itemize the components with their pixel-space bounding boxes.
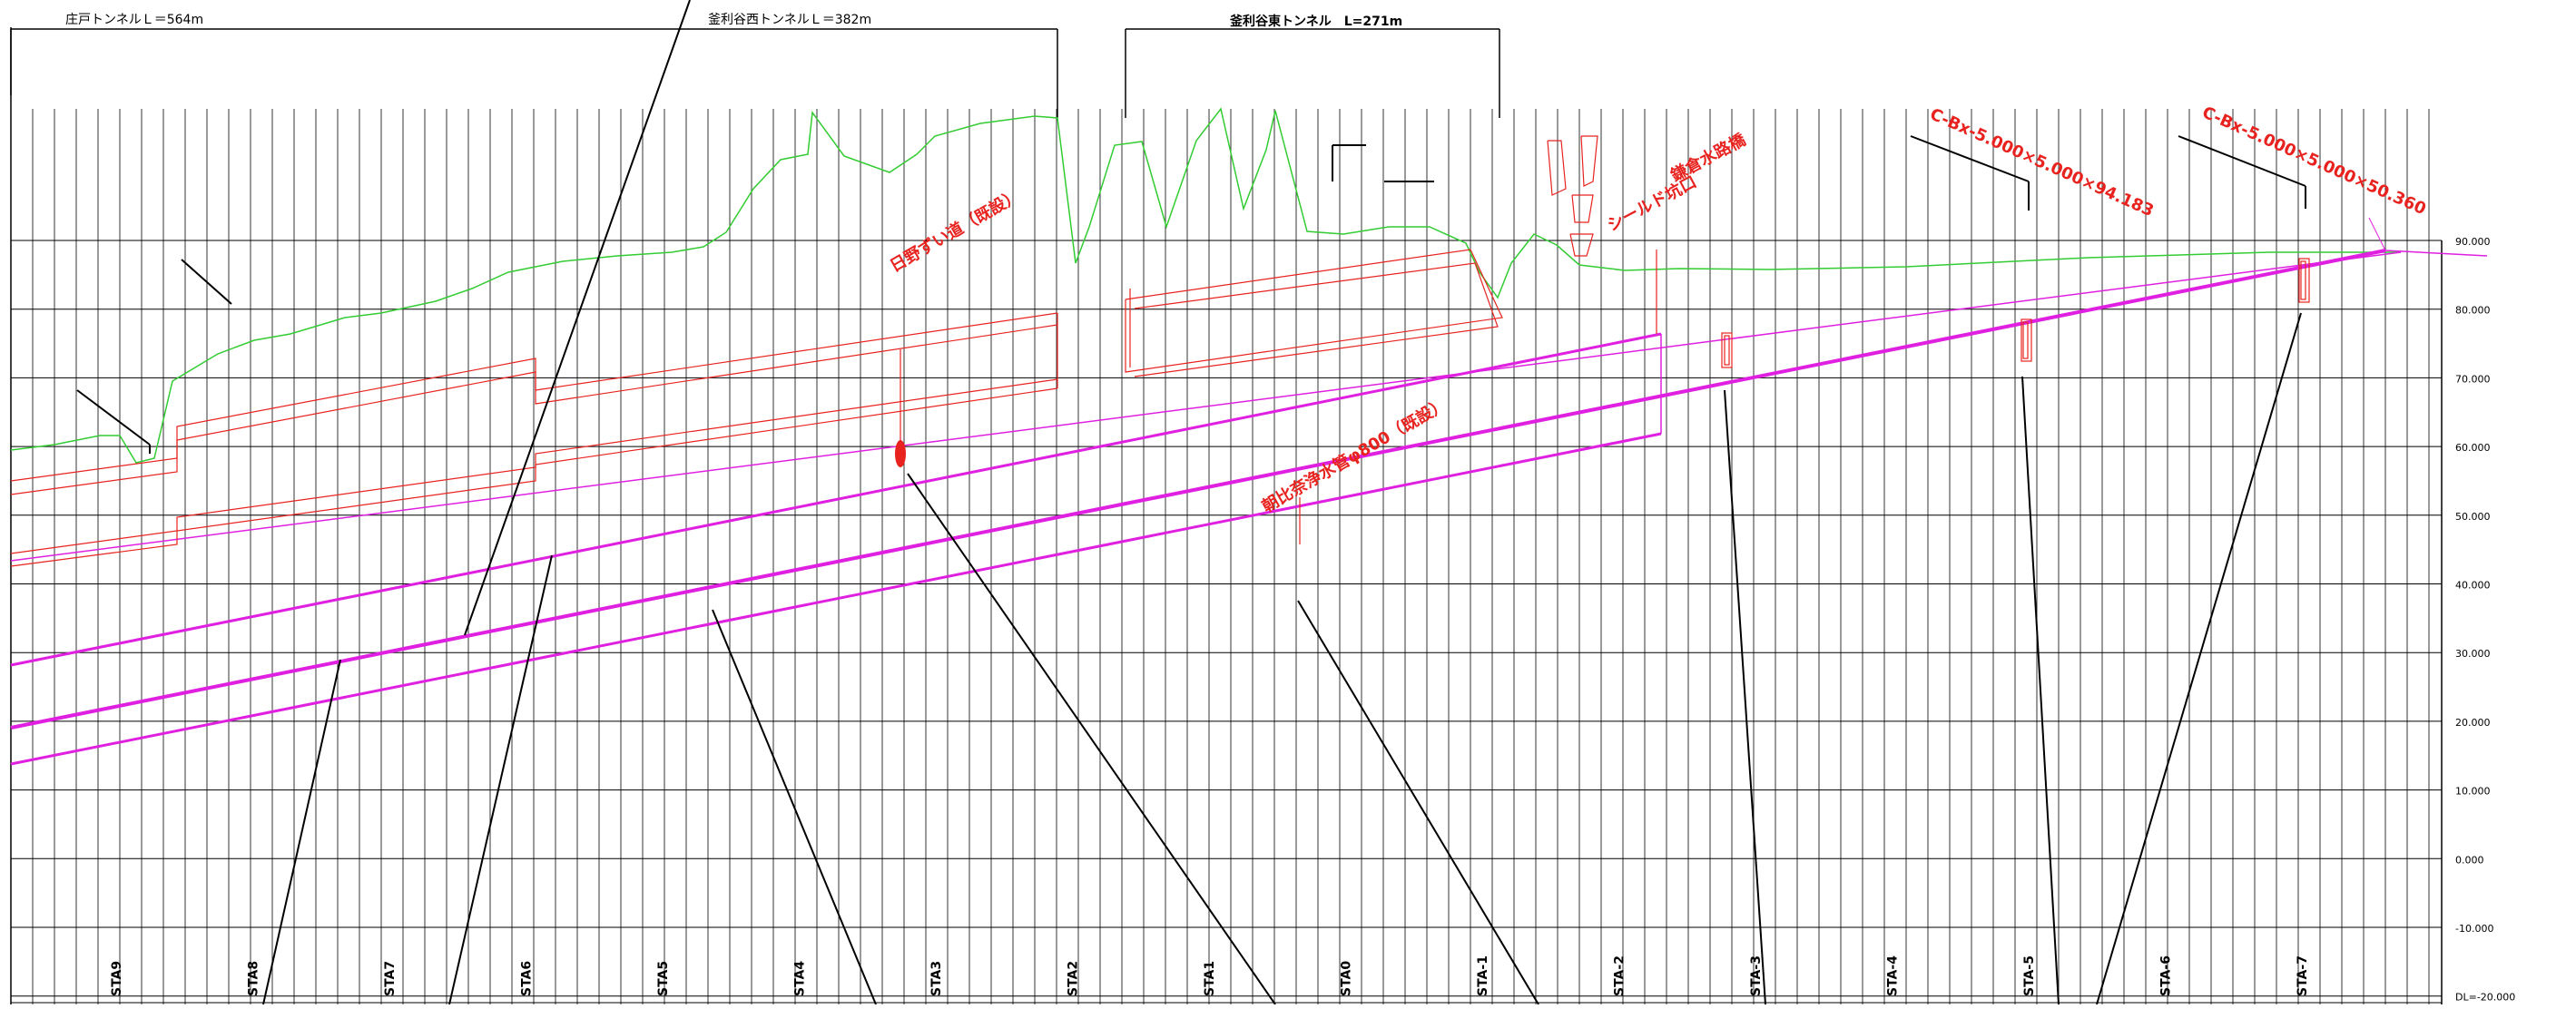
station-label: STA8 [247, 961, 261, 996]
leader-lines [76, 0, 2306, 1005]
station-label: STA-5 [2022, 955, 2037, 996]
elevation-label: 10.000 [2455, 786, 2491, 798]
pipe-label: 朝比奈浄水管φ800（既設） [1259, 394, 1451, 516]
station-label: STA4 [793, 961, 808, 996]
mid-tunnel-title: 釜利谷西トンネルＬ＝382m [708, 13, 871, 27]
station-labels: STA9 STA8 STA7 STA6 STA5 STA4 STA3 STA2 STA1 STA0… [110, 955, 2310, 996]
aqueduct-label: 鎌倉水路橋 [1667, 129, 1750, 186]
station-label: STA-1 [1476, 955, 1490, 996]
station-label: STA-4 [1886, 955, 1901, 996]
station-label: STA0 [1340, 961, 1354, 996]
elevation-label: -10.000 [2455, 923, 2493, 935]
station-label: STA-3 [1749, 955, 1764, 996]
shield-label: シールド坑口 [1604, 171, 1700, 235]
elevation-label: 90.000 [2455, 236, 2491, 248]
station-label: STA6 [520, 961, 535, 996]
station-label: STA7 [383, 961, 398, 996]
station-label: STA-6 [2159, 955, 2174, 996]
alignment-lines [10, 217, 2488, 766]
ground-profile-line [10, 107, 2401, 464]
elevation-label: 70.000 [2455, 373, 2491, 385]
elevation-label: DL=-20.000 [2455, 992, 2515, 1004]
left-tunnel-title: 庄戸トンネルＬ＝564m [65, 12, 203, 27]
station-label: STA1 [1203, 961, 1217, 996]
structure-annotations: 日野ずい道（既設） 鎌倉水路橋 シールド坑口 朝比奈浄水管φ800（既設） C-… [887, 103, 2429, 516]
station-label: STA-7 [2296, 955, 2310, 996]
station-label: STA9 [110, 961, 124, 996]
pipe-crossing-marker [895, 440, 906, 467]
station-label: STA-2 [1613, 955, 1627, 996]
station-label: STA5 [656, 961, 671, 996]
elevation-label: 40.000 [2455, 580, 2491, 592]
box-culvert-label-2: C-Bx-5.000×5.000×50.360 [2199, 103, 2429, 219]
station-label: STA3 [929, 961, 944, 996]
elevation-label: 60.000 [2455, 442, 2491, 454]
elevation-labels: 90.000 80.000 70.000 60.000 50.000 40.000 30.0… [2455, 236, 2515, 1004]
hino-road-label: 日野ずい道（既設） [887, 185, 1024, 276]
elevation-label: 80.000 [2455, 305, 2491, 317]
elevation-label: 0.000 [2455, 854, 2484, 866]
right-tunnel-title: 釜利谷東トンネル L=271m [1229, 14, 1402, 29]
existing-tunnel-structures [10, 135, 2310, 567]
box-culvert-label-1: C-Bx-5.000×5.000×94.183 [1927, 104, 2157, 220]
elevation-label: 50.000 [2455, 511, 2491, 523]
elevation-label: 30.000 [2455, 648, 2491, 660]
tunnel-header [10, 28, 1500, 118]
elevation-label: 20.000 [2455, 717, 2491, 729]
station-label: STA2 [1067, 961, 1081, 996]
